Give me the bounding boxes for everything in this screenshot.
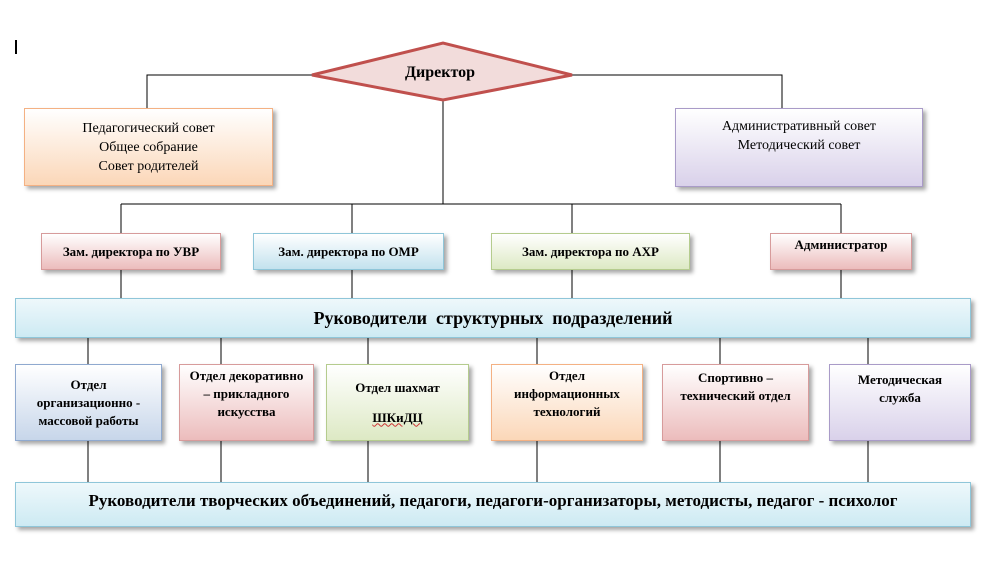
- council-line: Методический совет: [737, 138, 861, 153]
- department-line: организационно -: [36, 394, 141, 410]
- department-line: искусства: [217, 404, 276, 419]
- administrative-council-box: Административный совет Методический сове…: [675, 108, 923, 187]
- department-line: Отдел: [549, 368, 585, 383]
- text-cursor: [15, 40, 17, 54]
- council-line: Совет родителей: [98, 158, 199, 174]
- structural-heads-label: Руководители структурных подразделений: [313, 307, 673, 328]
- department-line: – прикладного: [203, 386, 290, 401]
- department-org-mass-box: Отдел организационно - массовой работы: [15, 364, 162, 441]
- council-line: Административный совет: [721, 119, 877, 134]
- department-sport-tech-box: Спортивно – технический отдел: [662, 364, 809, 441]
- deputy-ahr-box: Зам. директора по АХР: [491, 233, 690, 270]
- department-it-box: Отдел информационных технологий: [491, 364, 643, 441]
- department-methodical-box: Методическая служба: [829, 364, 971, 441]
- deputy-omr-box: Зам. директора по ОМР: [253, 233, 444, 270]
- deputy-uvr-box: Зам. директора по УВР: [41, 233, 221, 270]
- department-line: служба: [879, 390, 921, 405]
- department-chess-box: Отдел шахмат ШКиДЦ: [326, 364, 469, 441]
- structural-heads-bar: Руководители структурных подразделений: [15, 298, 971, 338]
- department-line: Отдел: [70, 376, 107, 392]
- deputy-label: Зам. директора по УВР: [62, 243, 200, 259]
- pedagogical-council-box: Педагогический совет Общее собрание Сове…: [24, 108, 273, 186]
- department-line: Методическая: [857, 372, 943, 387]
- deputy-label: Зам. директора по ОМР: [278, 243, 419, 259]
- department-line: информационных: [514, 386, 620, 401]
- department-line: технологий: [533, 404, 601, 419]
- department-decorative-box: Отдел декоративно – прикладного искусств…: [179, 364, 314, 441]
- department-line: Спортивно –: [697, 370, 774, 385]
- director-label: Директор: [405, 64, 475, 81]
- council-line: Педагогический совет: [82, 120, 215, 136]
- department-line: Отдел декоративно: [189, 368, 304, 383]
- staff-bar: Руководители творческих объединений, пед…: [15, 482, 971, 527]
- department-line: массовой работы: [38, 412, 139, 428]
- director-diamond: [311, 41, 573, 102]
- department-line: технический отдел: [680, 388, 791, 403]
- deputy-label: Зам. директора по АХР: [522, 243, 659, 259]
- council-line: Общее собрание: [99, 139, 198, 155]
- department-line: Отдел шахмат: [355, 379, 440, 395]
- department-line: ШКиДЦ: [372, 409, 423, 425]
- deputy-label: Администратор: [794, 237, 888, 252]
- administrator-box: Администратор: [770, 233, 912, 270]
- staff-label: Руководители творческих объединений, пед…: [88, 491, 898, 510]
